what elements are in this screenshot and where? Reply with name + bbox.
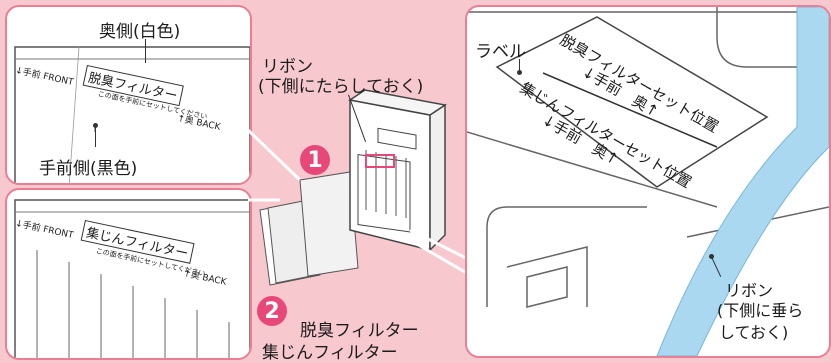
label-callout-dot [517, 70, 522, 75]
deodorizing-filter-label: 脱臭フィルター [300, 321, 419, 341]
detail-illustration [467, 7, 829, 356]
back-side-label: 奥側(白色) [99, 22, 181, 42]
label-callout-leader [519, 59, 520, 73]
deodorizing-filter-sheet [14, 46, 250, 183]
dust-filter-sheet [14, 199, 250, 358]
ribbon-detail-line1: リボン [725, 281, 774, 300]
ribbon-label-line2: (下側にたらしておく) [258, 77, 424, 97]
ribbon-detail-line2: (下側に垂ら [717, 301, 804, 320]
deodorizing-filter-drawing [299, 171, 359, 277]
step-2-badge: 2 [257, 296, 287, 326]
ribbon-label-line1: リボン [262, 57, 313, 77]
front-side-dot [93, 123, 98, 128]
back-side-leader [145, 39, 146, 63]
deodorizing-filter-panel: 奥側(白色) ↓手前 FRONT 脱臭フィルター この面を手前にセットしてくださ… [5, 5, 252, 185]
dust-filter-label: 集じんフィルター [262, 343, 398, 363]
dust-filter-panel: ↓手前 FRONT 集じんフィルター この面を手前にセットしてください ↑奥 B… [5, 188, 252, 360]
ribbon-detail-line3: しておく) [719, 323, 789, 342]
front-side-label: 手前側(黒色) [39, 159, 138, 179]
step-1-badge: 1 [300, 145, 330, 175]
purifier-illustration [246, 89, 470, 286]
label-callout: ラベル [475, 42, 526, 62]
label-plate [495, 16, 769, 188]
detail-panel: ラベル 脱臭フィルターセット位置 ↓手前 奥↑ 集じんフィルターセット位置 ↓手… [465, 5, 831, 358]
front-side-leader [95, 125, 96, 147]
purifier-unit [348, 89, 447, 252]
ribbon-callout-dot [709, 254, 714, 259]
ribbon-drawing [656, 7, 829, 356]
